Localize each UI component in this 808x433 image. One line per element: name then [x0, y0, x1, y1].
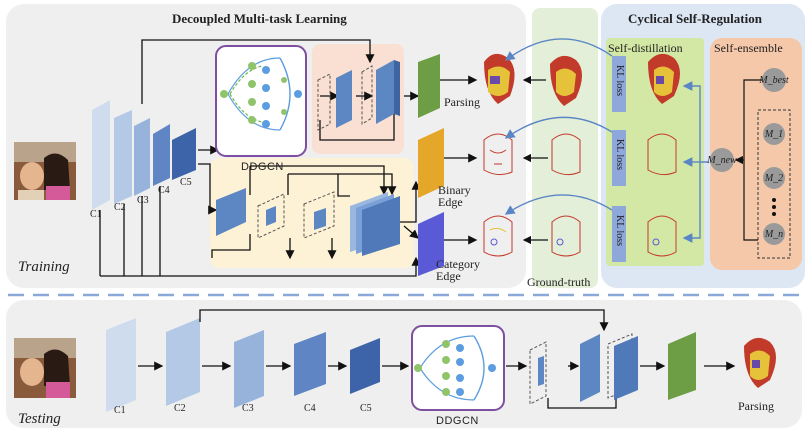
binary-edge-prediction	[483, 133, 513, 176]
decoupled-title: Decoupled Multi-task Learning	[172, 11, 347, 26]
training-label: Training	[18, 259, 70, 275]
test-c1-label: C1	[114, 405, 126, 416]
self-ensemble-label: Self-ensemble	[714, 41, 783, 55]
testing-parsing-head	[668, 332, 696, 400]
m-new-node	[710, 148, 734, 172]
testing-connectors	[138, 309, 736, 409]
input-photo-testing	[14, 338, 76, 398]
distill-binary-edge	[647, 133, 677, 176]
test-c2-label: C2	[174, 403, 186, 414]
feedback-arrows	[504, 38, 708, 243]
ensemble-connectors	[734, 79, 762, 241]
kl-loss-1: KL loss	[614, 65, 625, 97]
mn-node	[763, 223, 785, 245]
parsing-branch-blocks	[317, 60, 400, 131]
backbone-training	[92, 100, 196, 210]
ddgcn-testing	[411, 325, 505, 411]
self-distillation-label: Self-distillation	[608, 41, 683, 55]
ground-truth-category-edge	[551, 215, 581, 257]
ddgcn-label-training: DDGCN	[241, 161, 284, 173]
kl-loss-2: KL loss	[614, 139, 625, 171]
kl-loss-3: KL loss	[614, 215, 625, 247]
testing-decoder-blocks	[529, 333, 638, 405]
c5-label: C5	[180, 177, 192, 188]
m-best-node	[762, 68, 786, 92]
input-photo-training	[14, 142, 76, 200]
testing-parsing-output	[744, 337, 776, 388]
testing-label: Testing	[18, 411, 61, 427]
c4-label: C4	[158, 185, 170, 196]
ensemble-group	[757, 109, 791, 259]
category-edge-label: Category Edge	[436, 257, 480, 283]
m2-label: M_2	[764, 173, 784, 184]
ground-truth-label: Ground-truth	[527, 275, 591, 289]
test-c3-label: C3	[242, 403, 254, 414]
edge-branch-blocks	[216, 188, 400, 256]
binary-edge-label: Binary Edge	[438, 183, 471, 209]
test-c4-label: C4	[304, 403, 316, 414]
parsing-label: Parsing	[444, 95, 480, 109]
m1-label: M_1	[764, 129, 784, 140]
backbone-testing	[106, 318, 380, 412]
mn-label: M_n	[764, 229, 784, 240]
parsing-head	[418, 54, 440, 118]
kl-bar-1	[612, 56, 626, 112]
distill-category-edge	[647, 215, 677, 257]
ground-truth-panel	[532, 8, 598, 288]
ddgcn-training	[215, 45, 307, 157]
m-best-label: M_best	[759, 75, 789, 86]
c3-label: C3	[137, 195, 149, 206]
kl-bar-2	[612, 130, 626, 186]
test-c5-label: C5	[360, 403, 372, 414]
gt-arrows	[522, 75, 548, 245]
binary-edge-head	[418, 128, 444, 198]
ddgcn-label-testing: DDGCN	[436, 415, 479, 427]
parsing-prediction	[484, 53, 515, 104]
m1-node	[763, 123, 785, 145]
m2-node	[763, 167, 785, 189]
ground-truth-parsing	[550, 55, 582, 106]
kl-bar-3	[612, 206, 626, 262]
category-edge-head	[418, 212, 444, 276]
c2-label: C2	[114, 202, 126, 213]
m-new-label: M_new	[707, 155, 737, 166]
self-regulation-title: Cyclical Self-Regulation	[628, 11, 762, 26]
category-edge-prediction	[483, 215, 513, 257]
training-connectors	[99, 39, 478, 277]
ground-truth-binary-edge	[551, 133, 581, 176]
testing-parsing-label: Parsing	[738, 399, 774, 413]
c1-label: C1	[90, 209, 102, 220]
self-ensemble-panel	[710, 38, 802, 270]
self-distillation-panel	[606, 38, 704, 266]
distill-parsing-face	[648, 53, 680, 104]
ellipsis-dots	[772, 198, 776, 216]
